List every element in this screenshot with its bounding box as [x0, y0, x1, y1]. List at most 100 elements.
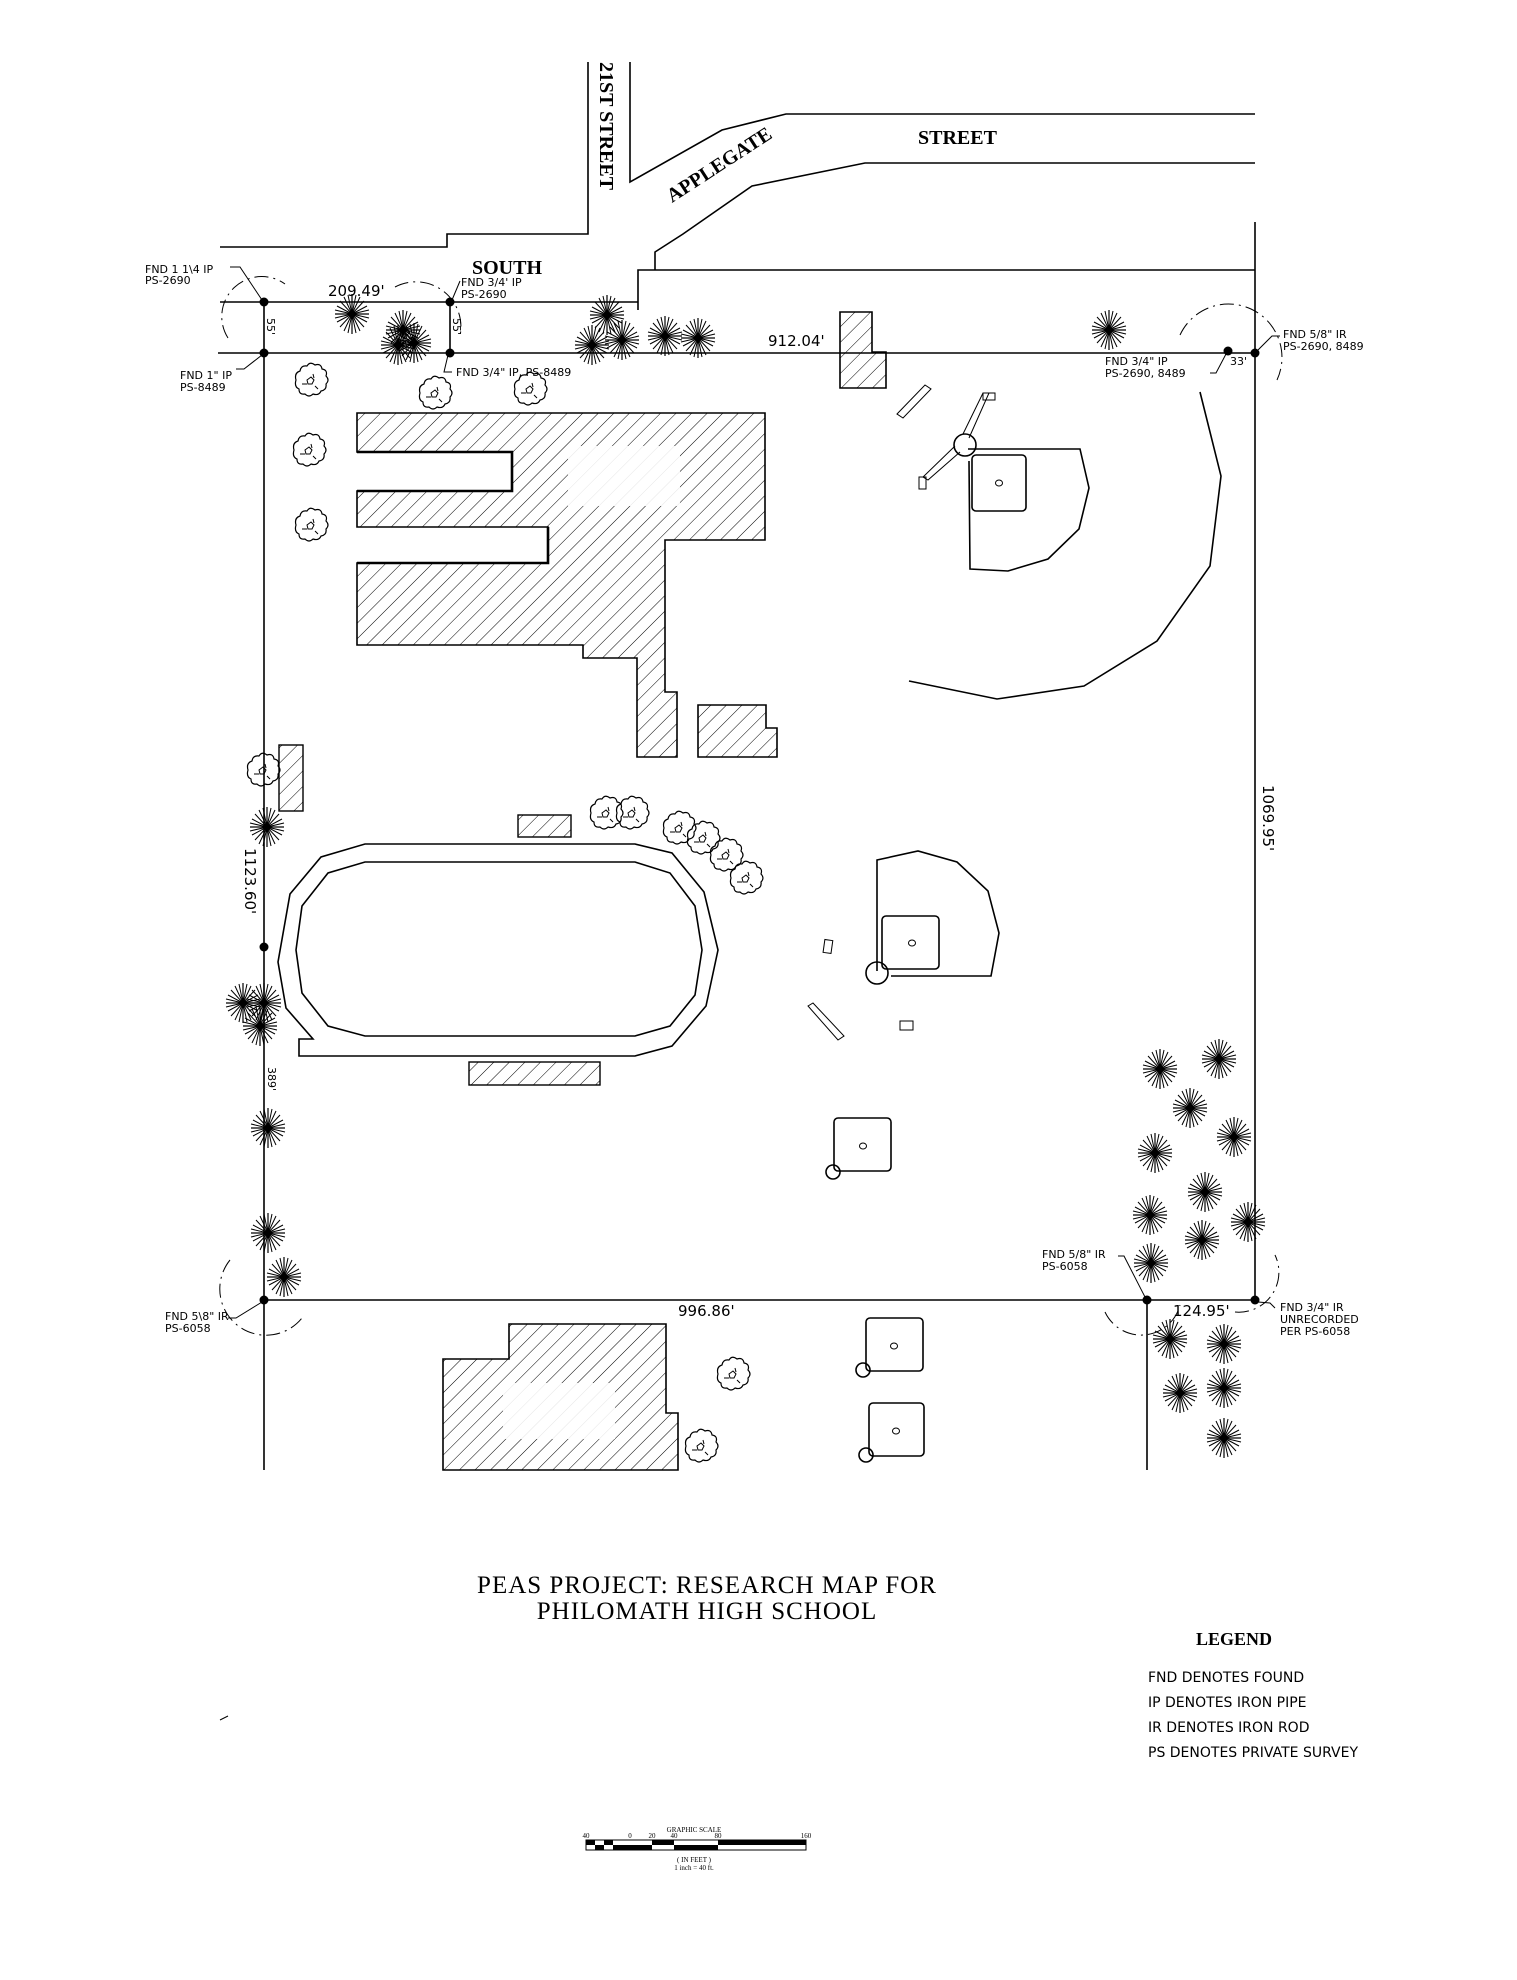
conifer-tree — [334, 293, 370, 335]
conifer-tree — [1152, 1318, 1188, 1360]
baseball-field-middle — [807, 850, 1000, 1041]
monument-se-corner-label-3: PER PS-6058 — [1280, 1325, 1350, 1338]
legend-item: IP DENOTES IRON PIPE — [1148, 1695, 1307, 1711]
dimension-west-partial: 389' — [265, 1067, 278, 1091]
conifer-tree — [1187, 1171, 1223, 1213]
legend-item: IR DENOTES IRON ROD — [1148, 1720, 1310, 1736]
deciduous-tree — [662, 810, 697, 845]
conifer-tree — [647, 315, 683, 357]
graphic-scale: GRAPHIC SCALE 40 0 20 40 80 160 ( IN FEE… — [583, 1826, 812, 1872]
monument-se-corner-label-1: FND 3/4" IR — [1280, 1301, 1344, 1314]
dimension-north-offset-right: 33' — [1230, 355, 1247, 368]
deciduous-tree — [729, 860, 764, 895]
west-shed — [278, 744, 304, 812]
conifer-tree — [1201, 1038, 1237, 1080]
conifer-tree — [1162, 1372, 1198, 1414]
conifer-tree — [1206, 1367, 1242, 1409]
conifer-tree — [1206, 1417, 1242, 1459]
dimension-north-main: 912.04' — [768, 332, 825, 350]
graphic-scale-tick: 80 — [715, 1832, 723, 1840]
street-label-street: STREET — [918, 127, 998, 149]
street-label-21st: 21ST STREET — [595, 62, 617, 191]
conifer-tree — [1132, 1194, 1168, 1236]
monument-west-mid-marker — [259, 942, 269, 952]
graphic-scale-tick: 160 — [801, 1832, 812, 1840]
deciduous-tree — [615, 795, 650, 830]
street-lines — [220, 62, 1256, 1300]
bleacher-south — [468, 1061, 601, 1086]
graphic-scale-tick: 0 — [628, 1832, 632, 1840]
monument-ne-inner-label-2: PS-2690, 8489 — [1105, 367, 1186, 380]
monument-se-inner-label-1: FND 5/8" IR — [1042, 1248, 1106, 1261]
deciduous-tree — [294, 362, 329, 397]
conifer-tree — [249, 806, 285, 848]
conifer-tree — [1133, 1242, 1169, 1284]
dimension-east: 1069.95' — [1259, 785, 1277, 851]
main-school-building — [356, 412, 766, 758]
dimension-north-offset-left: 55' — [264, 318, 277, 335]
graphic-scale-tick: 20 — [649, 1832, 657, 1840]
dimension-north-offset-mid: 55' — [450, 318, 463, 335]
legend-item: FND DENOTES FOUND — [1148, 1670, 1304, 1686]
monument-se-corner-marker — [1250, 1295, 1260, 1305]
corner-arcs — [219, 276, 1283, 1336]
stray-mark — [219, 1715, 229, 1721]
dimension-south-east: 124.95' — [1173, 1302, 1230, 1320]
monument-se-inner-marker — [1142, 1295, 1152, 1305]
monument-nw-corner-label-2: PS-2690 — [145, 274, 191, 287]
monument-nw-corner-label-1: FND 1 1\4 IP — [145, 263, 213, 276]
monument-nw-inner-label-2: PS-8489 — [180, 381, 226, 394]
street-label-south: SOUTH — [472, 257, 542, 279]
conifer-tree — [1172, 1087, 1208, 1129]
monument-se-corner-label-2: UNRECORDED — [1280, 1313, 1359, 1326]
deciduous-tree — [709, 837, 744, 872]
baseball-field-north — [896, 384, 1222, 700]
dimension-south: 996.86' — [678, 1302, 735, 1320]
deciduous-tree — [716, 1356, 751, 1391]
conifer-tree — [1091, 309, 1127, 351]
conifer-tree — [604, 319, 640, 361]
monument-n-mid-upper-label-1: FND 3/4' IP — [461, 276, 522, 289]
monument-n-mid-lower-label-1: FND 3/4" IP, PS-8489 — [456, 366, 571, 379]
conifer-tree — [266, 1256, 302, 1298]
monument-ne-corner-label-1: FND 5/8" IR — [1283, 328, 1347, 341]
deciduous-tree — [589, 795, 624, 830]
monument-n-mid-upper-label-2: PS-2690 — [461, 288, 507, 301]
conifer-tree — [680, 317, 716, 359]
deciduous-tree — [418, 375, 453, 410]
map-title-line-2: PHILOMATH HIGH SCHOOL — [537, 1598, 877, 1625]
dimension-north-west: 209.49' — [328, 282, 385, 300]
monument-sw-corner-label-1: FND 5\8" IR — [165, 1310, 229, 1323]
conifer-tree — [1216, 1116, 1252, 1158]
south-neighbor-building — [442, 1323, 679, 1471]
graphic-scale-tick: 40 — [671, 1832, 679, 1840]
monument-n-mid-upper-marker — [445, 297, 455, 307]
conifer-tree — [250, 1107, 286, 1149]
legend-heading: LEGEND — [1196, 1629, 1272, 1649]
street-label-applegate: APPLEGATE — [663, 123, 776, 207]
conifer-tree — [1137, 1132, 1173, 1174]
graphic-scale-tick: 40 — [583, 1832, 591, 1840]
deciduous-tree — [292, 432, 327, 467]
graphic-scale-ratio: 1 inch = 40 ft. — [674, 1864, 714, 1872]
conifer-tree — [1184, 1219, 1220, 1261]
practice-diamond-1 — [825, 1117, 892, 1180]
deciduous-tree — [294, 507, 329, 542]
monument-ne-inner-label-1: FND 3/4" IP — [1105, 355, 1168, 368]
annex-building — [697, 704, 778, 758]
dimension-west: 1123.60' — [241, 848, 259, 914]
conifer-tree — [1230, 1201, 1266, 1243]
practice-diamond-3 — [858, 1402, 925, 1463]
monument-n-mid-lower-marker — [445, 348, 455, 358]
conifer-tree — [250, 1212, 286, 1254]
conifer-tree — [1142, 1048, 1178, 1090]
monument-ne-corner-label-2: PS-2690, 8489 — [1283, 340, 1364, 353]
deciduous-tree — [684, 1428, 719, 1463]
north-shed — [839, 311, 887, 389]
legend-item: PS DENOTES PRIVATE SURVEY — [1148, 1745, 1358, 1761]
monument-sw-corner-label-2: PS-6058 — [165, 1322, 211, 1335]
bleacher-north — [517, 814, 572, 838]
monument-leaders — [228, 266, 1280, 1319]
practice-diamond-2 — [855, 1317, 924, 1378]
